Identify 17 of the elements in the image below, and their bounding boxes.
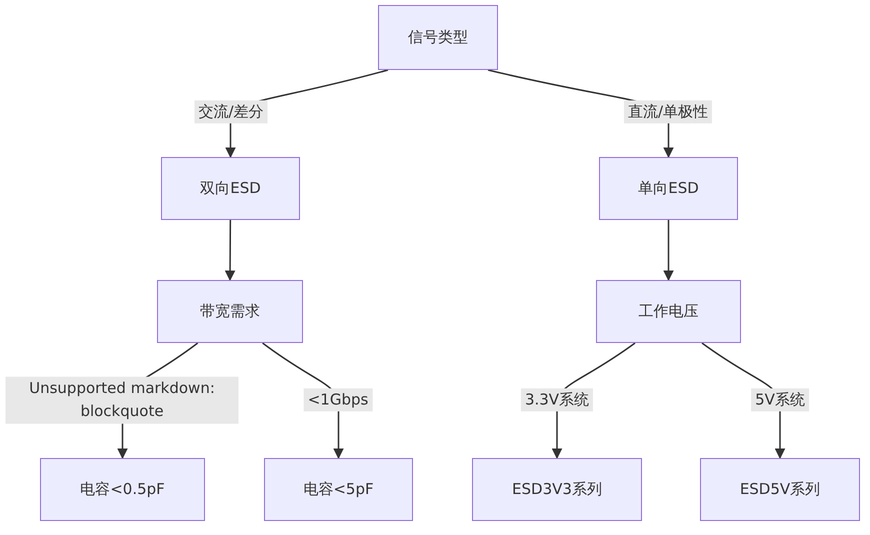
process-box: 电容<0.5pF xyxy=(40,458,205,521)
process-box: ESD5V系列 xyxy=(700,458,860,521)
process-box: 带宽需求 xyxy=(157,280,303,343)
arrow xyxy=(224,220,236,282)
edge-label: <1Gbps xyxy=(304,388,372,412)
edge-label: 3.3V系统 xyxy=(520,388,594,412)
edge-label: 5V系统 xyxy=(751,388,809,412)
process-box: 双向ESD xyxy=(161,157,300,220)
edge-label: 交流/差分 xyxy=(194,100,268,124)
process-box: ESD3V3系列 xyxy=(472,458,642,521)
edge-label: Unsupported markdown: blockquote xyxy=(6,376,238,424)
process-box: 工作电压 xyxy=(596,280,741,343)
process-box: 电容<5pF xyxy=(264,458,413,521)
edge-label: 直流/单极性 xyxy=(624,100,712,124)
process-box: 信号类型 xyxy=(378,5,498,70)
process-box: 单向ESD xyxy=(599,157,738,220)
arrow xyxy=(663,220,674,282)
